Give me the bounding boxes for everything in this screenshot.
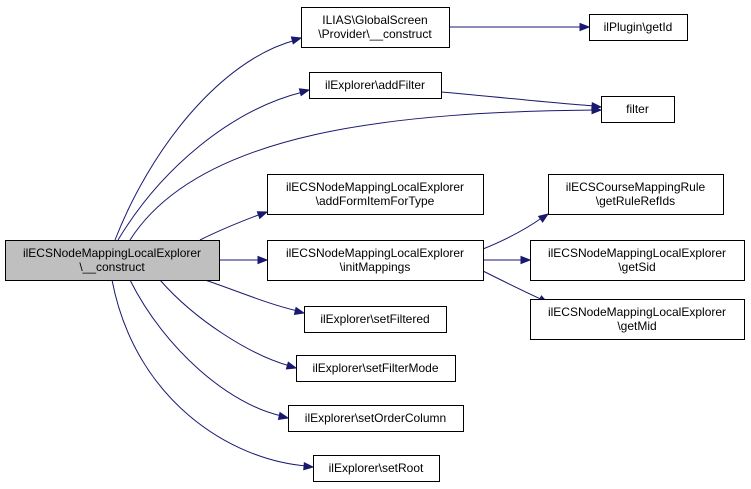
node-box: [5, 240, 220, 281]
node-root[interactable]: ilECSNodeMappingLocalExplorer\__construc…: [5, 240, 220, 281]
arrowhead-initMappings-to-getSid: [520, 255, 532, 265]
node-label-line: ILIAS\GlobalScreen: [322, 13, 427, 27]
edge-initMappings-to-getMid: [482, 270, 544, 301]
node-box: [530, 240, 745, 281]
node-label-line: ilExplorer\setFilterMode: [312, 361, 438, 375]
arrowhead-root-to-addFilter: [298, 88, 311, 97]
edge-initMappings-to-getRuleRefIds: [482, 216, 544, 250]
node-provider[interactable]: ILIAS\GlobalScreen\Provider\__construct: [301, 7, 450, 48]
edge-root-to-filter: [129, 109, 596, 241]
arrowhead-root-to-setFiltered: [293, 306, 306, 315]
arrowhead-root-to-provider: [290, 36, 303, 45]
node-box: [548, 174, 724, 215]
arrowhead-root-to-addFormItem: [256, 211, 269, 220]
edge-root-to-provider: [114, 39, 297, 241]
arrowhead-initMappings-to-getRuleRefIds: [537, 213, 550, 223]
node-setOrderColumn[interactable]: ilExplorer\setOrderColumn: [288, 405, 464, 432]
node-label-line: ilECSNodeMappingLocalExplorer: [286, 180, 464, 194]
arrowhead-root-to-setRoot: [303, 461, 315, 471]
node-addFilter[interactable]: ilExplorer\addFilter: [309, 72, 442, 99]
arrowhead-root-to-filter: [591, 105, 603, 115]
node-label-line: \getRuleRefIds: [596, 194, 675, 208]
node-getMid[interactable]: ilECSNodeMappingLocalExplorer\getMid: [530, 299, 745, 340]
node-box: [301, 7, 450, 48]
node-box: [309, 72, 442, 99]
edge-root-to-addFormItem: [199, 213, 262, 241]
node-box: [296, 355, 456, 382]
node-setFilterMode[interactable]: ilExplorer\setFilterMode: [296, 355, 456, 382]
node-plugin[interactable]: ilPlugin\getId: [589, 14, 688, 41]
node-label-line: \addFormItemForType: [316, 194, 435, 208]
edge-root-to-setOrderColumn: [129, 279, 283, 417]
edge-root-to-setRoot: [111, 279, 308, 467]
node-box: [530, 299, 745, 340]
arrowhead-provider-to-plugin: [579, 22, 591, 32]
edge-root-to-setFiltered: [204, 279, 299, 312]
node-initMappings[interactable]: ilECSNodeMappingLocalExplorer\initMappin…: [267, 240, 484, 281]
node-filter[interactable]: filter: [601, 96, 675, 123]
node-label-line: ilECSNodeMappingLocalExplorer: [286, 246, 464, 260]
arrowhead-root-to-setFilterMode: [285, 361, 298, 370]
node-box: [267, 240, 484, 281]
edge-root-to-setFilterMode: [159, 279, 291, 367]
node-label-line: ilECSNodeMappingLocalExplorer: [548, 246, 726, 260]
arrowhead-root-to-initMappings: [257, 255, 269, 265]
node-box: [589, 14, 688, 41]
node-label-line: ilExplorer\setRoot: [329, 461, 424, 475]
node-label-line: ilExplorer\setFiltered: [320, 312, 429, 326]
node-label-line: ilECSNodeMappingLocalExplorer: [23, 246, 201, 260]
node-label-line: \getSid: [618, 260, 655, 274]
node-label-line: \Provider\__construct: [318, 27, 432, 41]
node-setRoot[interactable]: ilExplorer\setRoot: [313, 455, 440, 482]
edge-root-to-addFilter: [117, 91, 304, 241]
node-box: [288, 405, 464, 432]
node-label-line: filter: [626, 102, 649, 116]
node-box: [313, 455, 440, 482]
edge-addFilter-to-filter: [440, 91, 596, 107]
node-label-line: \__construct: [79, 260, 145, 274]
node-label-line: ilECSCourseMappingRule: [566, 180, 706, 194]
edges-layer: [111, 22, 603, 471]
node-label-line: ilECSNodeMappingLocalExplorer: [548, 305, 726, 319]
node-label-line: ilExplorer\setOrderColumn: [305, 411, 446, 425]
node-box: [304, 306, 447, 333]
node-label-line: ilPlugin\getId: [604, 20, 673, 34]
nodes-layer: ilECSNodeMappingLocalExplorer\__construc…: [5, 7, 745, 482]
node-label-line: \initMappings: [340, 260, 411, 274]
node-label-line: ilExplorer\addFilter: [325, 78, 425, 92]
node-getRuleRefIds[interactable]: ilECSCourseMappingRule\getRuleRefIds: [548, 174, 724, 215]
node-setFiltered[interactable]: ilExplorer\setFiltered: [304, 306, 447, 333]
node-addFormItem[interactable]: ilECSNodeMappingLocalExplorer\addFormIte…: [267, 174, 484, 215]
arrowhead-root-to-setOrderColumn: [277, 411, 290, 421]
node-box: [267, 174, 484, 215]
node-box: [601, 96, 675, 123]
node-getSid[interactable]: ilECSNodeMappingLocalExplorer\getSid: [530, 240, 745, 281]
node-label-line: \getMid: [617, 319, 656, 333]
